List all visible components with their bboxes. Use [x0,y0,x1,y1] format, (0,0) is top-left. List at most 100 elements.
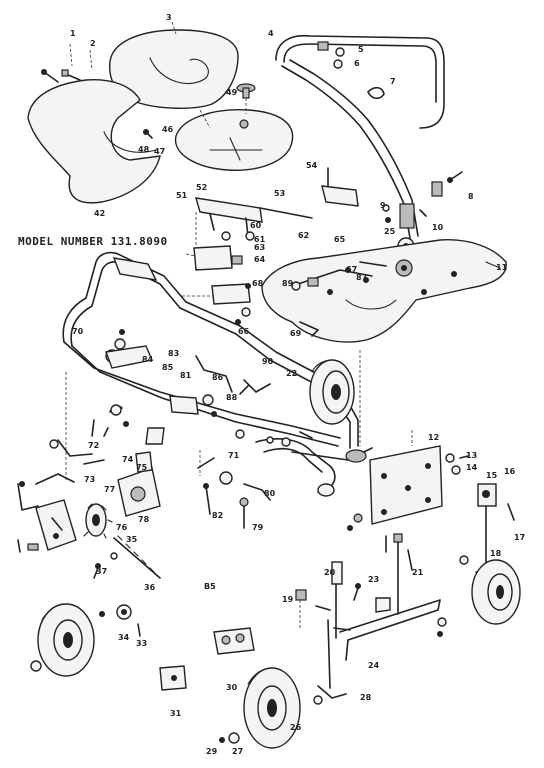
callout-87: 87 [356,273,367,282]
callout-71: 71 [228,451,240,460]
callout-46: 46 [162,125,174,134]
callout-8: 8 [468,192,474,201]
callout-17: 17 [514,533,525,542]
callout-82: 82 [212,511,223,520]
spindle-left [295,561,361,639]
callout-3: 3 [166,13,172,22]
callout-51: 51 [176,191,188,200]
callout-7: 7 [390,77,396,86]
callout-26: 26 [290,723,302,732]
callout-22: 22 [286,369,297,378]
callout-66: 66 [238,327,250,336]
chassis-frame [62,251,359,449]
callout-labels: 1 2 3 4 5 6 7 8 9 10 11 12 13 14 15 16 1… [70,13,525,756]
callout-90: 90 [262,357,274,366]
axle-hose-assembly [219,437,373,501]
callout-36: 36 [144,583,156,592]
figure-code: B5 [204,582,216,591]
callout-84: 84 [142,355,154,364]
callout-1: 1 [70,29,76,38]
spring-clips [193,231,255,325]
shift-linkage [17,439,105,553]
model-number: MODEL NUMBER 131.8090 [18,235,168,248]
seat-bracket [195,197,313,237]
callout-35: 35 [126,535,138,544]
callout-47: 47 [154,147,165,156]
callout-16: 16 [504,467,516,476]
seat-leader-lines [69,21,247,129]
callout-53: 53 [274,189,285,198]
chain-bolt [93,552,118,579]
callout-12: 12 [428,433,439,442]
callout-18: 18 [490,549,502,558]
callout-69: 69 [290,329,302,338]
callout-74: 74 [122,455,134,464]
callout-6: 6 [354,59,360,68]
callout-88: 88 [226,393,238,402]
seat-bolts [41,69,153,139]
mounting-plate [347,445,469,531]
callout-14: 14 [466,463,478,472]
callout-48: 48 [138,145,150,154]
handle-fasteners [317,41,463,223]
seat-knob [236,83,256,99]
callout-25: 25 [384,227,396,236]
drive-chain [113,535,161,579]
callout-54: 54 [306,161,318,170]
deck-plate [261,239,507,343]
callout-23: 23 [368,575,379,584]
callout-9: 9 [380,201,386,210]
caster-assembly-right [459,483,521,625]
callout-64: 64 [254,255,266,264]
spindle-right [385,533,413,615]
callout-80: 80 [264,489,276,498]
callout-67: 67 [346,265,357,274]
rear-wheel-upper [309,359,355,425]
callout-89: 89 [282,279,294,288]
rod-fasteners [197,429,313,529]
callout-73: 73 [84,475,95,484]
callout-37: 37 [96,567,107,576]
callout-68: 68 [252,279,264,288]
callout-49: 49 [226,88,238,97]
callout-42: 42 [94,209,105,218]
callout-79: 79 [252,523,264,532]
wheel-hardware [99,604,255,744]
callout-75: 75 [136,463,148,472]
callout-52: 52 [196,183,207,192]
dashed-guide-lines [65,350,413,630]
callout-76: 76 [116,523,128,532]
callout-20: 20 [324,568,336,577]
callout-86: 86 [212,373,224,382]
callout-11: 11 [496,263,508,272]
callout-15: 15 [486,471,498,480]
callout-19: 19 [282,595,294,604]
callout-62: 62 [298,231,309,240]
drive-pulley [83,503,113,539]
callout-83: 83 [168,349,179,358]
callout-27: 27 [232,747,243,756]
front-axle-beam [333,597,447,661]
callout-29: 29 [206,747,218,756]
callout-5: 5 [358,45,364,54]
callout-34: 34 [118,633,130,642]
callout-2: 2 [90,39,96,48]
callout-31: 31 [170,709,182,718]
steering-handle [275,34,445,255]
callout-65: 65 [334,235,346,244]
callout-33: 33 [136,639,147,648]
callout-4: 4 [268,29,274,38]
deck-linkage [291,261,387,337]
callout-77: 77 [104,485,115,494]
callout-13: 13 [466,451,477,460]
callout-21: 21 [412,568,424,577]
callout-24: 24 [368,661,380,670]
callout-61: 61 [254,235,266,244]
transmission-bracket [35,499,77,551]
callout-70: 70 [72,327,84,336]
callout-72: 72 [88,441,99,450]
callout-60: 60 [250,221,262,230]
callout-28: 28 [360,693,372,702]
callout-10: 10 [432,223,444,232]
